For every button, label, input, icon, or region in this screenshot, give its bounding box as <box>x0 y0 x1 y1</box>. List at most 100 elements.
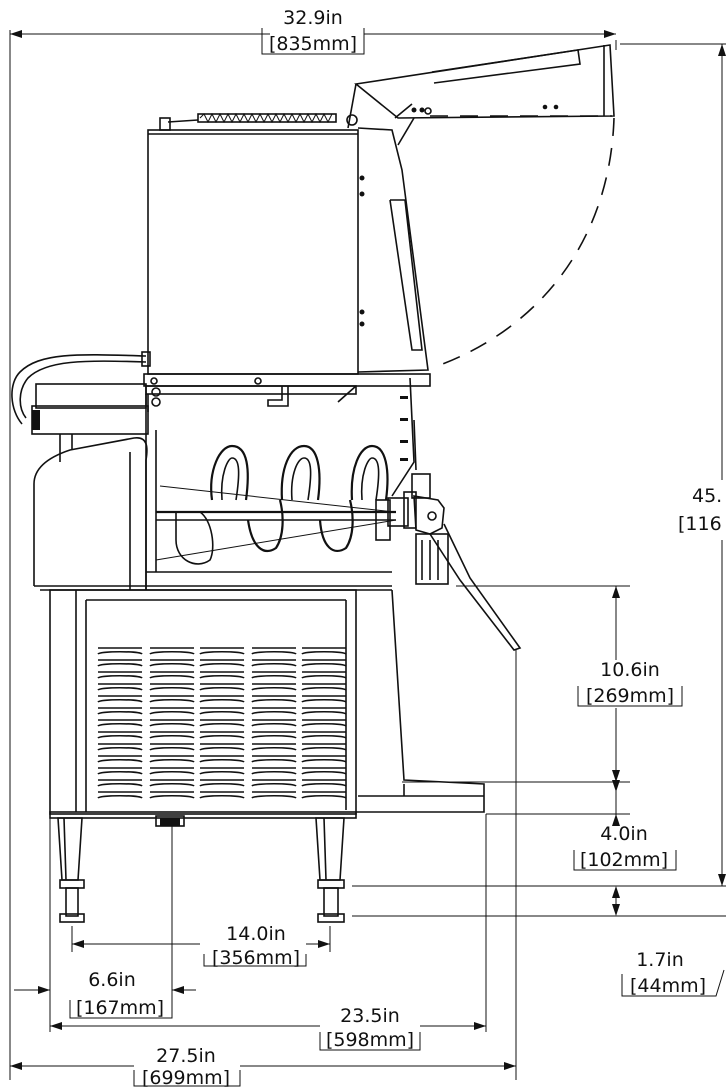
arrowhead <box>612 586 620 598</box>
arrowhead <box>38 986 50 994</box>
drip-tray-imperial: 4.0in <box>600 823 648 845</box>
leg-spacing-metric: [356mm] <box>212 947 300 969</box>
louver-slot <box>97 671 143 679</box>
louver-slot <box>199 647 245 655</box>
arrowhead <box>10 30 22 38</box>
louver-slot <box>199 755 245 763</box>
leg-offset-metric: [167mm] <box>76 997 164 1019</box>
arrowhead <box>612 814 620 826</box>
louver-slot <box>97 695 143 703</box>
leg-adjust-imperial: 1.7in <box>636 949 684 971</box>
louver-slot <box>97 683 143 691</box>
overall-depth-imperial: 32.9in <box>283 7 343 29</box>
arrowhead <box>172 986 184 994</box>
louver-slot <box>149 707 195 715</box>
arrowhead <box>612 886 620 898</box>
arrowhead <box>612 770 620 782</box>
mid-rail <box>143 373 431 412</box>
louver-slot <box>199 719 245 727</box>
top-spring <box>159 112 358 131</box>
louver-slot <box>97 779 143 787</box>
bowl <box>145 377 417 590</box>
base-cabinet <box>49 589 485 827</box>
leg-offset-imperial: 6.6in <box>88 969 136 991</box>
machine-outline <box>11 44 615 923</box>
overall-height-metric: [116 <box>678 513 722 535</box>
arrowhead <box>612 780 620 792</box>
louver-slot <box>301 683 347 691</box>
louver-slot <box>251 647 297 655</box>
louver-slot <box>97 647 143 655</box>
louver-slot <box>251 791 297 799</box>
louver-slot <box>97 767 143 775</box>
auger <box>155 444 397 565</box>
louver-slot <box>251 659 297 667</box>
louver-slot <box>251 719 297 727</box>
louver-slot <box>301 731 347 739</box>
arrowhead <box>72 940 84 948</box>
louver-slot <box>301 659 347 667</box>
louver-slot <box>251 695 297 703</box>
louver-slot <box>199 683 245 691</box>
louver-slot <box>149 743 195 751</box>
louver-slot <box>199 767 245 775</box>
dispense-handle <box>375 473 522 651</box>
vent-louvers <box>97 647 347 799</box>
open-lid <box>347 44 615 146</box>
louver-slot <box>149 647 195 655</box>
louver-slot <box>251 671 297 679</box>
arrowhead <box>612 904 620 916</box>
louver-slot <box>199 707 245 715</box>
arrowhead <box>718 874 726 886</box>
louver-slot <box>97 755 143 763</box>
louver-slot <box>97 731 143 739</box>
louver-slot <box>251 743 297 751</box>
arrowhead <box>718 44 726 56</box>
louver-slot <box>301 707 347 715</box>
arrowhead <box>318 940 330 948</box>
leg-spacing-imperial: 14.0in <box>226 923 286 945</box>
louver-slot <box>97 707 143 715</box>
base-depth-metric: [598mm] <box>326 1029 414 1051</box>
louver-slot <box>301 791 347 799</box>
arrowhead <box>604 30 616 38</box>
louver-slot <box>251 779 297 787</box>
louver-slot <box>97 659 143 667</box>
upper-cabinet <box>141 127 429 375</box>
louver-slot <box>301 719 347 727</box>
unit-depth-metric: [699mm] <box>142 1067 230 1089</box>
louver-slot <box>149 779 195 787</box>
louver-slot <box>199 743 245 751</box>
louver-slot <box>149 755 195 763</box>
overall-height-imperial: 45. <box>692 485 722 507</box>
front-cowl <box>33 437 392 591</box>
louver-slot <box>199 695 245 703</box>
dimension-arrowheads <box>10 30 726 1070</box>
louver-slot <box>251 707 297 715</box>
louver-slot <box>251 755 297 763</box>
louver-slot <box>251 731 297 739</box>
dimension-labels: 32.9in [835mm] 45. [116 10.6in [269mm] 4… <box>76 7 722 1089</box>
louver-slot <box>251 683 297 691</box>
louver-slot <box>301 647 347 655</box>
louver-slot <box>149 719 195 727</box>
drip-tray-metric: [102mm] <box>580 849 668 871</box>
arrowhead <box>10 1062 22 1070</box>
louver-slot <box>199 791 245 799</box>
arrowhead <box>474 1022 486 1030</box>
louver-slot <box>199 731 245 739</box>
louver-slot <box>301 779 347 787</box>
louver-slot <box>149 791 195 799</box>
dimension-lines <box>9 28 726 1087</box>
louver-slot <box>301 743 347 751</box>
louver-slot <box>149 695 195 703</box>
louver-slot <box>149 683 195 691</box>
unit-depth-imperial: 27.5in <box>156 1045 216 1067</box>
louver-slot <box>301 671 347 679</box>
legs <box>57 817 345 923</box>
electrical-box <box>11 354 149 462</box>
louver-slot <box>301 767 347 775</box>
louver-slot <box>199 671 245 679</box>
overall-depth-metric: [835mm] <box>269 33 357 55</box>
